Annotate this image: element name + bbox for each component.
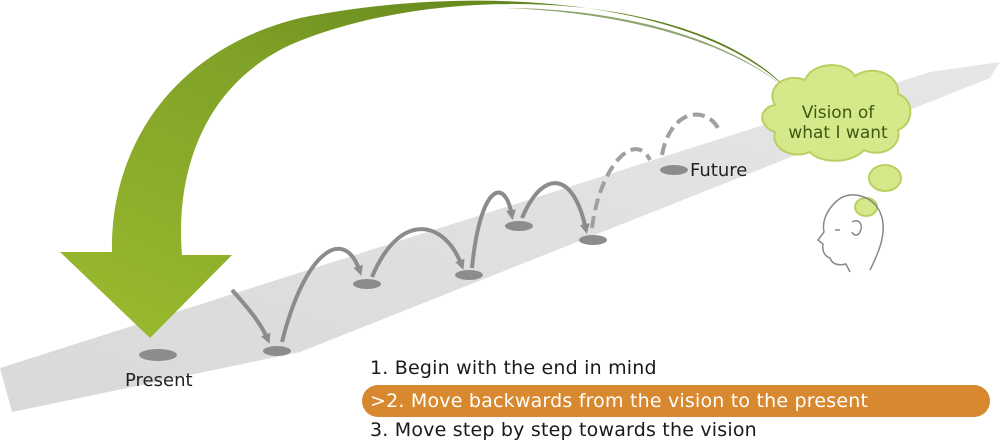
step-marker-future	[660, 165, 688, 175]
vision-line-2: what I want	[788, 123, 888, 143]
step-3-text: 3. Move step by step towards the vision	[370, 419, 757, 441]
hop-arrow	[470, 190, 516, 269]
big-backward-arrow	[60, 0, 790, 339]
step-marker-present	[139, 349, 177, 361]
hop-arrow	[370, 227, 465, 278]
step-marker	[579, 235, 607, 245]
step-1-text: 1. Begin with the end in mind	[370, 357, 657, 379]
hop-arrow-dashed	[660, 112, 720, 156]
thought-cloud-icon	[761, 64, 912, 217]
timeline-road	[0, 62, 1000, 412]
hop-arrow-dashed	[590, 147, 652, 229]
step-marker	[353, 279, 381, 289]
big-arrow-shadow	[505, 8, 790, 92]
hop-arrow	[230, 288, 271, 344]
head-silhouette-icon	[816, 194, 884, 273]
step-marker	[263, 346, 291, 356]
hop-arrow	[520, 181, 590, 234]
hop-arrow	[280, 246, 363, 343]
step-marker	[455, 270, 483, 280]
vision-line-1: Vision of	[802, 103, 876, 123]
future-label: Future	[690, 160, 747, 181]
step-2-highlighted-text: >2. Move backwards from the vision to th…	[362, 385, 990, 417]
step-marker	[505, 221, 533, 231]
present-label: Present	[125, 370, 193, 391]
